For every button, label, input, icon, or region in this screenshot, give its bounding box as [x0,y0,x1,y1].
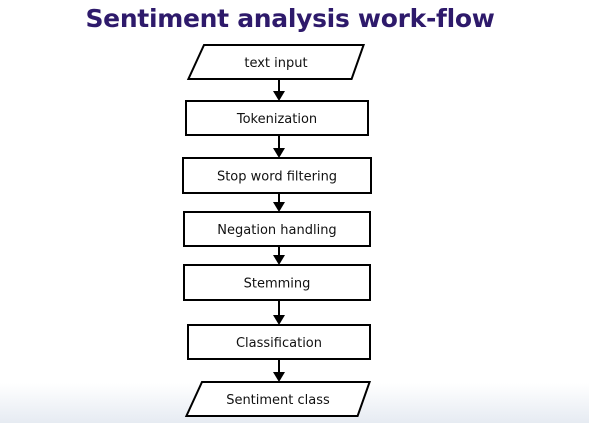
arrow-head-icon [273,91,285,101]
node-text-input: text input [186,44,366,80]
negation-handling-shape [183,211,371,247]
arrow-head-icon [273,372,285,382]
arrow-head-icon [273,202,285,212]
stemming-label: Stemming [244,277,311,292]
edge-negation-handling-to-stemming [273,246,285,265]
tokenization-shape [185,100,369,136]
tokenization-label: Tokenization [236,112,317,127]
node-sentiment-class: Sentiment class [184,381,372,417]
classification-label: Classification [236,336,322,351]
edges-layer [273,79,285,382]
sentiment-class-shape [184,381,372,417]
stemming-shape [183,264,371,301]
node-negation-handling: Negation handling [183,211,371,247]
arrow-head-icon [273,148,285,158]
arrow-head-icon [273,315,285,325]
negation-handling-label: Negation handling [217,223,336,238]
text-input-shape [186,44,366,80]
text-input-label: text input [244,56,307,71]
node-tokenization: Tokenization [185,100,369,136]
sentiment-class-label: Sentiment class [226,393,330,408]
edge-stemming-to-classification [273,300,285,325]
edge-text-input-to-tokenization [273,79,285,101]
arrow-head-icon [273,255,285,265]
classification-shape [187,324,371,360]
slide-title: Sentiment analysis work-flow [85,4,495,33]
edge-stop-word-filtering-to-negation-handling [273,193,285,212]
edge-tokenization-to-stop-word-filtering [273,135,285,158]
stop-word-filtering-shape [182,157,372,194]
node-classification: Classification [187,324,371,360]
stop-word-filtering-label: Stop word filtering [217,170,337,185]
node-stop-word-filtering: Stop word filtering [182,157,372,194]
edge-classification-to-sentiment-class [273,359,285,382]
node-stemming: Stemming [183,264,371,301]
